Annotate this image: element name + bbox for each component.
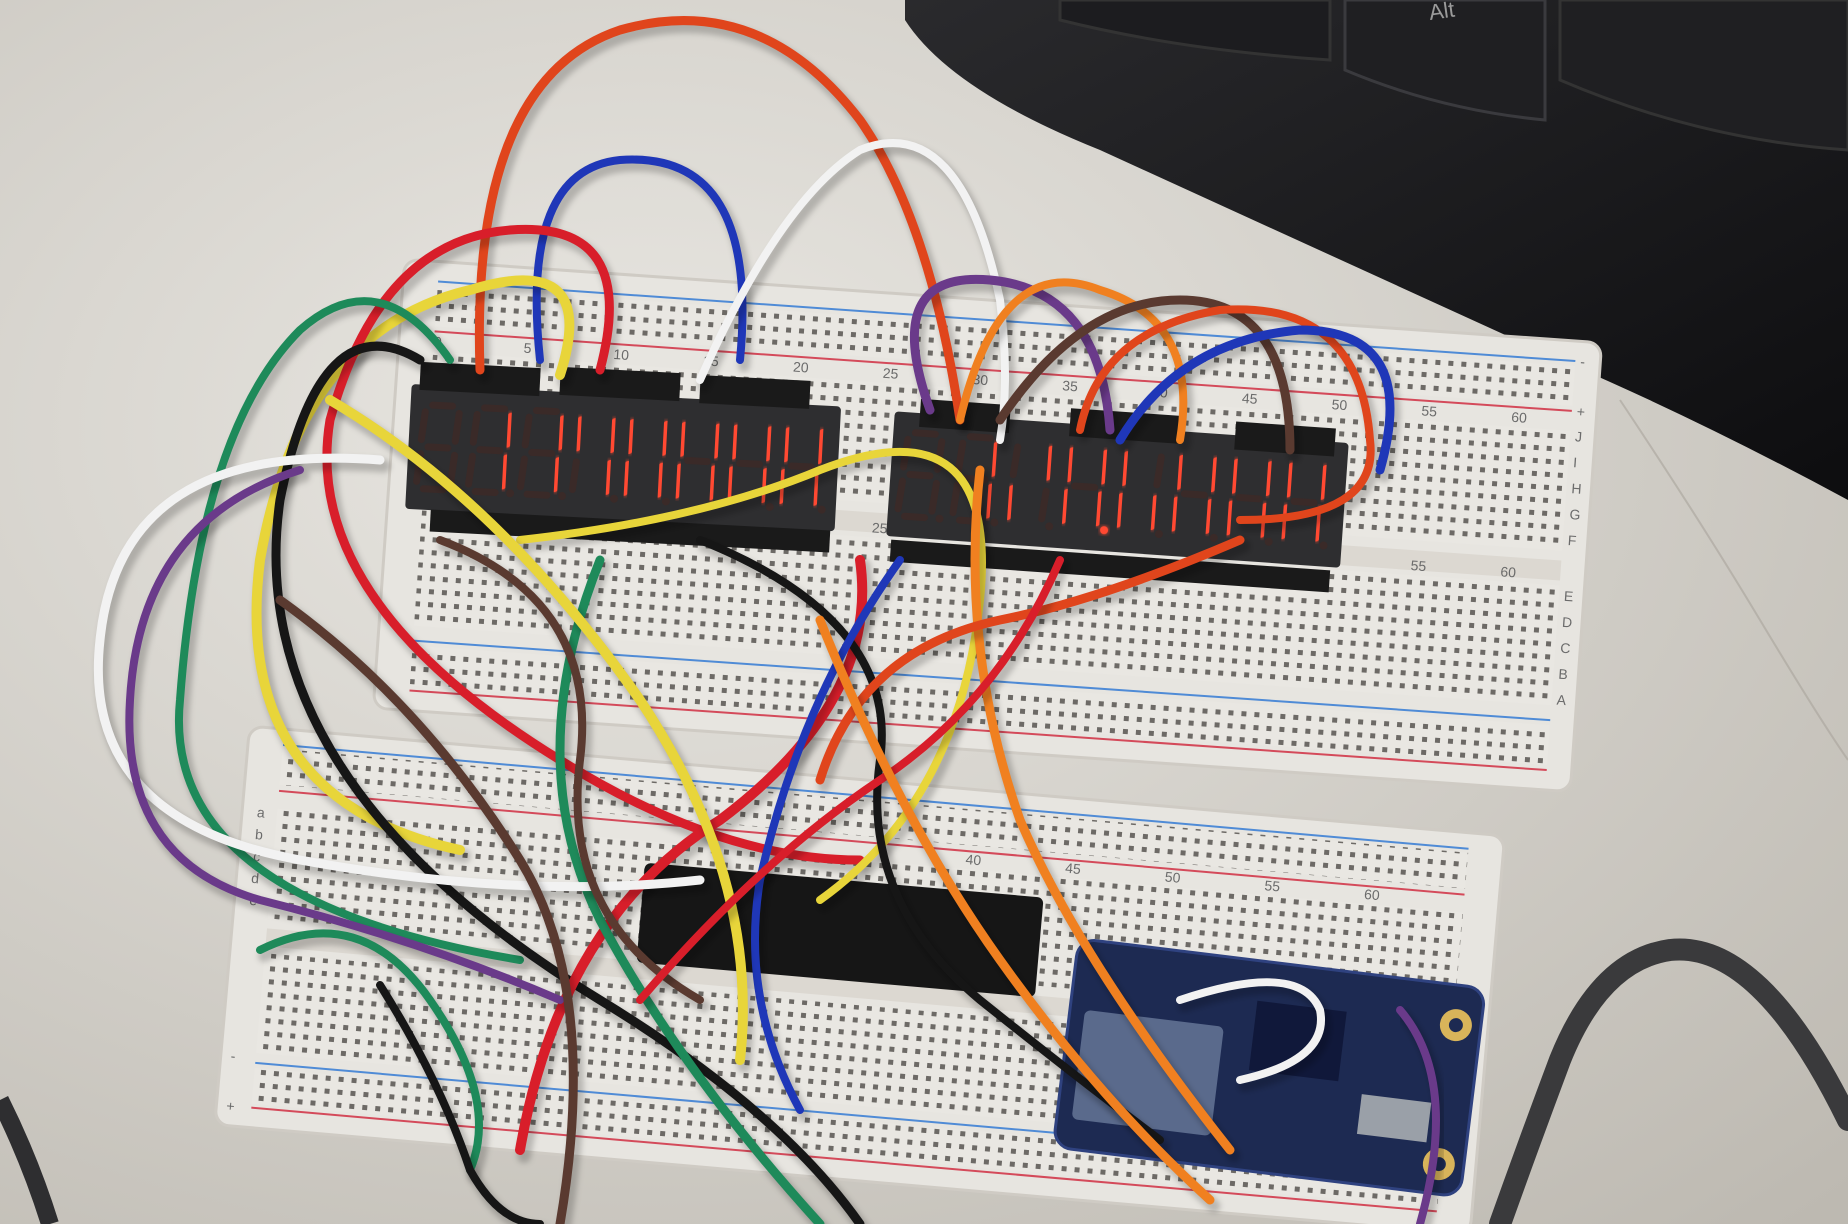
row-letter: C (1560, 640, 1571, 657)
jumper-wire (271, 341, 865, 1224)
column-label: 55 (1421, 402, 1438, 419)
row-letter: d (251, 870, 260, 887)
jumper-wire (256, 929, 483, 1174)
display-digit (516, 407, 567, 501)
column-label: 55 (1410, 557, 1427, 574)
column-label: 60 (1364, 886, 1381, 903)
keyboard-key-label: Alt (1427, 0, 1456, 25)
row-letter: b (255, 826, 264, 843)
jumper-wire (970, 465, 1235, 1155)
jumper-wires (93, 16, 1446, 1224)
rail-minus-label: - (230, 1048, 236, 1064)
column-label: 10 (613, 346, 630, 363)
jumper-wire (325, 395, 748, 1065)
keyboard: Alt (905, 0, 1848, 500)
display-digit (1004, 436, 1056, 531)
display-digit (894, 429, 946, 523)
jumper-wire (376, 981, 544, 1224)
jumper-wire (815, 615, 1215, 1205)
power-cable-left (0, 1095, 59, 1224)
jumper-wire (125, 466, 564, 1004)
column-label: 35 (1062, 377, 1079, 394)
display-digit (568, 409, 619, 503)
row-letter: A (1556, 692, 1567, 709)
display-digit (620, 412, 671, 506)
row-letter: H (1571, 480, 1582, 497)
column-label: 20 (792, 359, 809, 376)
jumper-wire (1115, 325, 1395, 475)
row-letter: B (1558, 666, 1568, 683)
display-digit (1114, 444, 1165, 539)
column-labels: 40 45 50 55 60 (965, 851, 1381, 903)
jumper-wire (636, 556, 1064, 1004)
usb-cable (1489, 938, 1848, 1224)
jumper-wire (555, 555, 825, 1224)
row-letter: F (1567, 532, 1577, 549)
jumper-wire (474, 16, 965, 425)
jumper-wire (909, 274, 1115, 435)
display-digit (724, 417, 775, 511)
column-label: 40 (965, 851, 982, 868)
jumper-wire (436, 536, 704, 1004)
jumper-wire (532, 155, 747, 364)
seven-segment-display-left (405, 384, 841, 532)
row-letter: a (256, 804, 265, 821)
jumper-wire (174, 297, 524, 964)
jumper-wire (696, 536, 1164, 1144)
row-letter: D (1562, 614, 1573, 631)
rail-plus-label: + (1576, 403, 1585, 420)
column-label: 50 (1331, 396, 1348, 413)
jumper-wire (696, 139, 1009, 444)
row-letter: G (1569, 506, 1581, 523)
jumper-wire (275, 595, 578, 1224)
display-digit (1168, 448, 1220, 542)
column-label: 45 (1065, 860, 1082, 877)
column-label: 5 (523, 340, 532, 357)
column-label: 50 (1164, 868, 1181, 885)
rail-minus-label: - (1580, 353, 1586, 369)
row-letter: J (1575, 428, 1583, 444)
column-label: 25 (882, 365, 899, 382)
display-digit (1059, 440, 1110, 535)
column-label: 45 (1241, 390, 1258, 407)
row-letter: I (1573, 454, 1578, 470)
column-label: 60 (1511, 409, 1528, 426)
column-label: 60 (1500, 563, 1517, 580)
jumper-wire (995, 295, 1295, 455)
keyboard-key (1343, 0, 1547, 122)
row-letter: E (1563, 588, 1573, 605)
column-label: 25 (871, 519, 888, 536)
column-label: 55 (1264, 877, 1281, 894)
jumper-wire (1396, 1006, 1440, 1224)
jumper-wire (1176, 978, 1325, 1084)
desk-crack (1619, 399, 1848, 761)
rail-plus-label: + (226, 1098, 236, 1115)
display-digit (465, 404, 515, 498)
jumper-wire (516, 447, 986, 904)
